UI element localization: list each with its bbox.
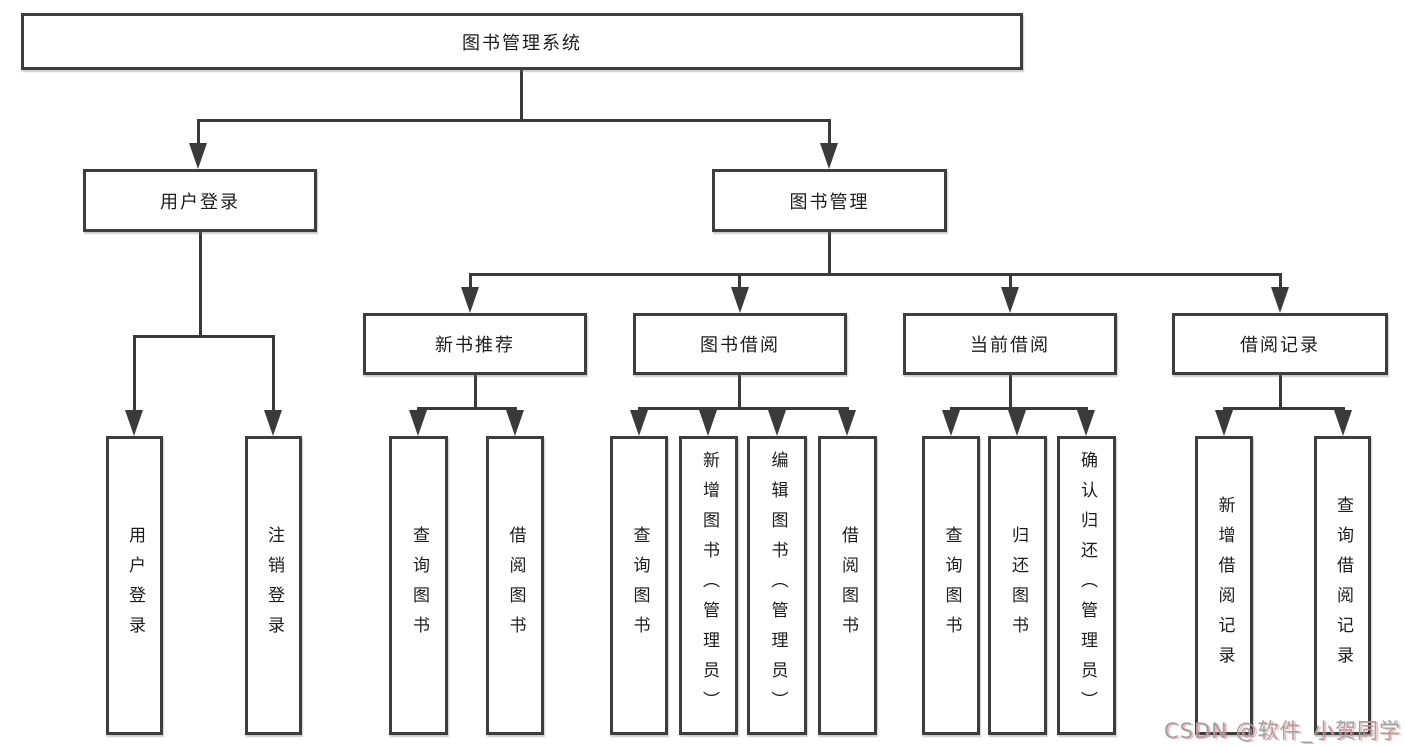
connector-line <box>474 375 477 407</box>
leaf-query-books-recommend: 查询图书 <box>389 436 448 735</box>
arrow-down-icon <box>699 410 717 436</box>
arrow-down-icon <box>409 410 427 436</box>
arrow-down-icon <box>838 410 856 436</box>
connector-line <box>199 232 202 335</box>
connector-line <box>133 335 136 412</box>
arrow-down-icon <box>1271 287 1289 313</box>
connector-line <box>197 119 831 122</box>
arrow-down-icon <box>264 410 282 436</box>
connector-line <box>1009 375 1012 407</box>
arrow-down-icon <box>189 143 207 169</box>
connector-line <box>469 273 472 289</box>
arrow-down-icon <box>1215 410 1233 436</box>
connector-line <box>1279 375 1282 407</box>
node-label: 新书推荐 <box>435 335 515 356</box>
node-label: 用户登录 <box>125 525 145 646</box>
leaf-query-borrow-record: 查询借阅记录 <box>1314 436 1371 735</box>
connector-line <box>1223 407 1345 410</box>
node-label: 归还图书 <box>1008 525 1028 646</box>
connector-line <box>1009 273 1012 289</box>
leaf-query-books-borrow: 查询图书 <box>610 436 668 735</box>
leaf-add-book-admin: 新增图书（管理员） <box>679 436 738 735</box>
node-label: 当前借阅 <box>970 335 1050 356</box>
node-new-book-recommend: 新书推荐 <box>363 313 587 375</box>
leaf-return-book: 归还图书 <box>988 436 1047 735</box>
arrow-down-icon <box>630 410 648 436</box>
connector-line <box>520 70 523 119</box>
node-label: 注销登录 <box>264 525 284 646</box>
node-library-system: 图书管理系统 <box>21 13 1023 70</box>
arrow-down-icon <box>1077 410 1095 436</box>
connector-line <box>950 407 1088 410</box>
node-borrow-records: 借阅记录 <box>1172 313 1388 375</box>
arrow-down-icon <box>461 287 479 313</box>
arrow-down-icon <box>506 410 524 436</box>
node-label: 编辑图书（管理员） <box>767 450 788 721</box>
node-label: 用户登录 <box>160 191 240 213</box>
node-label: 借阅图书 <box>838 525 858 646</box>
connector-line <box>469 273 1281 276</box>
arrow-down-icon <box>768 410 786 436</box>
leaf-add-borrow-record: 新增借阅记录 <box>1195 436 1253 735</box>
node-label: 查询图书 <box>409 525 429 646</box>
leaf-logout: 注销登录 <box>245 436 302 735</box>
csdn-watermark: CSDN @软件_小贺同学 <box>1163 719 1401 743</box>
arrow-down-icon <box>1001 287 1019 313</box>
arrow-down-icon <box>1008 410 1026 436</box>
connector-line <box>638 407 849 410</box>
node-user-login: 用户登录 <box>83 169 317 232</box>
connector-line <box>197 119 200 145</box>
arrow-down-icon <box>731 287 749 313</box>
leaf-confirm-return-admin: 确认归还（管理员） <box>1057 436 1116 735</box>
arrow-down-icon <box>1334 410 1352 436</box>
connector-line <box>828 232 831 273</box>
node-label: 新增图书（管理员） <box>699 450 719 721</box>
arrow-down-icon <box>942 410 960 436</box>
node-current-borrow: 当前借阅 <box>903 313 1117 375</box>
node-label: 新增借阅记录 <box>1214 495 1235 676</box>
leaf-borrow-books-recommend: 借阅图书 <box>486 436 544 735</box>
node-book-borrow: 图书借阅 <box>633 313 847 375</box>
node-label: 借阅记录 <box>1240 335 1320 356</box>
arrow-down-icon <box>820 143 838 169</box>
node-book-management: 图书管理 <box>712 169 947 232</box>
node-label: 查询图书 <box>941 525 962 646</box>
node-label: 查询图书 <box>629 525 650 646</box>
leaf-user-login: 用户登录 <box>106 436 163 735</box>
connector-line <box>828 119 831 145</box>
leaf-borrow-books: 借阅图书 <box>818 436 877 735</box>
node-label: 确认归还（管理员） <box>1077 450 1097 721</box>
leaf-edit-book-admin: 编辑图书（管理员） <box>747 436 807 735</box>
node-label: 图书管理系统 <box>462 32 582 54</box>
connector-line <box>272 335 275 412</box>
connector-line <box>738 273 741 289</box>
connector-line <box>417 407 517 410</box>
node-label: 查询借阅记录 <box>1333 495 1353 676</box>
node-label: 借阅图书 <box>505 525 526 646</box>
connector-line <box>738 375 741 407</box>
node-label: 图书管理 <box>789 191 870 213</box>
arrow-down-icon <box>125 410 143 436</box>
connector-line <box>1279 273 1282 289</box>
node-label: 图书借阅 <box>700 335 780 356</box>
connector-line <box>133 335 275 338</box>
leaf-query-books-current: 查询图书 <box>922 436 980 735</box>
